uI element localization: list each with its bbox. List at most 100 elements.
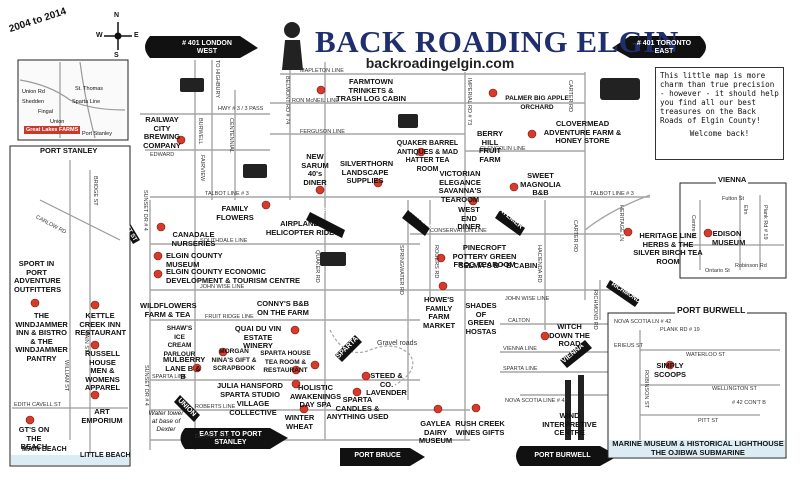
road-hacienda: HACIENDA RD <box>536 245 542 283</box>
poi-econ-dev[interactable]: ELGIN COUNTY ECONOMIC DEVELOPMENT & TOUR… <box>166 267 301 285</box>
road-dexter: DEXTER LINE <box>195 434 232 440</box>
poi-candles[interactable]: SPARTA CANDLES & ANYTHING USED <box>326 395 389 421</box>
vienna-title: VIENNA <box>716 175 749 184</box>
road-quaker: QUAKER RD <box>314 250 320 283</box>
poi-morgan[interactable]: MORGAN NINA'S GIFT & SCRAPBOOK <box>211 348 257 372</box>
road-talbot-east: TALBOT LINE # 3 <box>590 191 634 197</box>
hand-port-stanley: EAST ST TO PORT STANLEY <box>199 431 262 446</box>
poi-russell-house[interactable]: RUSSELL HOUSE MEN & WOMENS APPAREL <box>84 349 121 392</box>
road-conservation: CONSERVATION LINE <box>430 228 487 234</box>
poi-shaws[interactable]: SHAW'S ICE CREAM PARLOUR <box>163 325 196 358</box>
poi-gts[interactable]: GT'S ON THE BEACH <box>18 425 50 451</box>
pb-road-nova: NOVA SCOTIA LN # 42 <box>614 319 672 325</box>
note-welcome: Welcome back! <box>689 129 750 138</box>
intro-note: This little map is more charm than true … <box>655 67 784 160</box>
poi-quai-du-vin[interactable]: QUAI DU VIN ESTATE WINERY <box>234 324 282 350</box>
v-road-plank: Plank Rd # 19 <box>762 205 768 240</box>
poi-mulberry[interactable]: MULBERRY LANE B & B <box>163 355 206 381</box>
poi-witch[interactable]: WITCH DOWN THE ROAD <box>549 322 590 348</box>
poi-connys[interactable]: CONNY'S B&B ON THE FARM <box>256 299 310 317</box>
poi-berry-hill[interactable]: BERRY HILL FRUIT FARM <box>477 129 503 164</box>
road-richmond: RICHMOND RD <box>592 290 598 330</box>
poi-wind[interactable]: WIND INTERPRETIVE CENTRE <box>542 411 597 437</box>
locator-sparta: Sparta Line <box>72 99 101 105</box>
poi-sparta-house[interactable]: SPARTA HOUSE TEA ROOM & RESTAURANT <box>260 350 311 374</box>
road-heritage-ln: HERITAGE LN <box>618 205 624 242</box>
poi-clovermead[interactable]: CLOVERMEAD ADVENTURE FARM & HONEY STORE <box>543 119 622 145</box>
poi-winter-wheat[interactable]: WINTER WHEAT <box>284 413 315 431</box>
v-road-centre: Centre St <box>690 215 696 239</box>
road-sunset: SUNSET DR # 4 <box>142 190 148 231</box>
road-imperial: IMPERIAL RD # 73 <box>466 78 472 126</box>
poi-art-emporium[interactable]: ART EMPORIUM <box>81 407 123 425</box>
poi-wildflowers[interactable]: WILDFLOWERS FARM & TEA <box>140 301 197 319</box>
poi-gaylea[interactable]: GAYLEA DAIRY MUSEUM <box>418 419 453 445</box>
poi-shades[interactable]: SHADES OF GREEN HOSTAS <box>465 301 497 336</box>
poi-west-end[interactable]: WEST END DINER <box>457 205 481 231</box>
poi-kettle-creek[interactable]: KETTLE CREEK INN RESTAURANT <box>75 311 127 337</box>
pb-road-19: PLANK RD # 19 <box>660 327 700 333</box>
poi-holistic[interactable]: HOLISTIC AWAKENINGS DAY SPA <box>289 383 342 409</box>
road-calton: CALTON <box>508 318 530 324</box>
v-road-robinson: Robinson Rd <box>735 263 767 269</box>
website-link[interactable]: backroadingelgin.com <box>365 55 515 71</box>
poi-elgin-museum[interactable]: ELGIN COUNTY MUSEUM <box>166 251 223 269</box>
poi-steed[interactable]: STEED & CO. LAVENDER <box>366 371 407 397</box>
poi-canadale[interactable]: CANADALE NURSERIES <box>171 230 216 248</box>
compass-rose <box>104 22 132 50</box>
lake-erie-burwell <box>609 440 785 457</box>
poi-edison[interactable]: EDISON MUSEUM <box>712 229 746 247</box>
road-edward: EDWARD <box>150 152 175 158</box>
road-hwy3: HWY # 3 / 3 PASS <box>218 106 264 112</box>
poi-family-flowers[interactable]: FAMILY FLOWERS <box>216 204 254 222</box>
hand-port-burwell: PORT BURWELL <box>534 452 591 459</box>
port-burwell-title: PORT BURWELL <box>675 305 748 315</box>
poi-pinecroft[interactable]: PINECROFT POTTERY GREEN FROG TEAROOM <box>452 243 517 269</box>
v-road-elm: Elm <box>742 205 748 215</box>
v-road-fulton: Fulton St <box>722 196 745 202</box>
road-glencolin: GLENCOLIN LINE <box>480 146 526 152</box>
poi-marine-museum[interactable]: MARINE MUSEUM & HISTORICAL LIGHTHOUSE <box>612 439 784 448</box>
road-centennial: CENTENNIAL <box>228 118 234 153</box>
poi-rush-creek[interactable]: RUSH CREEK WINES GIFTS <box>455 419 505 437</box>
poi-howes[interactable]: HOWE'S FAMILY FARM MARKET <box>422 295 456 330</box>
ps-road-main: MAIN ST <box>83 330 89 353</box>
poi-ojibwa[interactable]: THE OJIBWA SUBMARINE <box>651 448 745 457</box>
poi-palmer[interactable]: PALMER BIG APPLE ORCHARD <box>505 95 569 111</box>
poi-selmas[interactable]: SELMA'S B * B CABIN <box>458 261 538 270</box>
port-stanley-title: PORT STANLEY <box>40 146 98 155</box>
water-tower-note: Water tower at base of Dexter <box>148 410 184 433</box>
road-gravel: Gravel roads <box>377 340 418 347</box>
road-roberts: ROBERTS LINE <box>195 404 236 410</box>
poi-windjammer[interactable]: THE WINDJAMMER INN & BISTRO & THE WINDJA… <box>15 311 68 363</box>
road-mapleton: MAPLETON LINE <box>300 68 344 74</box>
location-pins <box>25 85 713 425</box>
poi-sweet-magnolia[interactable]: SWEET MAGNOLIA B&B <box>520 171 561 197</box>
road-carter: CARTER RD <box>567 80 573 112</box>
road-sparta-line: SPARTA LINE <box>152 374 187 380</box>
poi-airplane[interactable]: AIRPLANE + HELICOPTER RIDES <box>265 219 340 237</box>
poi-village[interactable]: VILLAGE COLLECTIVE <box>229 399 277 417</box>
pb-road-42: # 42 CON'T B <box>732 400 766 406</box>
poi-new-sarum-diner[interactable]: NEW SARUM 40's DINER <box>301 152 329 187</box>
poi-silverthorn[interactable]: SILVERTHORN LANDSCAPE SUPPLIES <box>340 159 394 185</box>
poi-sport-in-port[interactable]: SPORT IN PORT ADVENTURE OUTFITTERS <box>14 259 62 294</box>
poi-heritage-herbs[interactable]: HERITAGE LINE HERBS & THE SILVER BIRCH T… <box>633 231 703 266</box>
poi-railway[interactable]: RAILWAY CITY BREWING COMPANY <box>143 115 181 150</box>
road-sparta-line-east: SPARTA LINE <box>503 366 538 372</box>
poi-victorian[interactable]: VICTORIAN ELEGANCE SAVANNA'S TEAROOM <box>438 169 482 204</box>
road-fairview: FAIRVIEW <box>199 155 205 182</box>
locator-great-lakes: Great Lakes FARMS <box>24 126 81 134</box>
poi-simply-scoops[interactable]: SIMPLY SCOOPS <box>653 361 687 379</box>
compass-s: S <box>114 52 119 59</box>
locator-union: Union <box>50 119 65 125</box>
poi-julia[interactable]: JULIA HANSFORD SPARTA STUDIO <box>217 381 283 399</box>
locator-fingal: Fingal <box>38 109 53 115</box>
poi-quaker-barrel[interactable]: QUAKER BARREL ANTIQUES & MAD HATTER TEA … <box>396 140 459 173</box>
inset-roads <box>12 61 784 460</box>
compass-e: E <box>134 32 139 39</box>
road-john-wise: JOHN WISE LINE <box>200 284 245 290</box>
poi-farmtown[interactable]: FARMTOWN TRINKETS & TRASH LOG CABIN <box>336 77 406 103</box>
road-talbot: TALBOT LINE # 3 <box>205 191 249 197</box>
